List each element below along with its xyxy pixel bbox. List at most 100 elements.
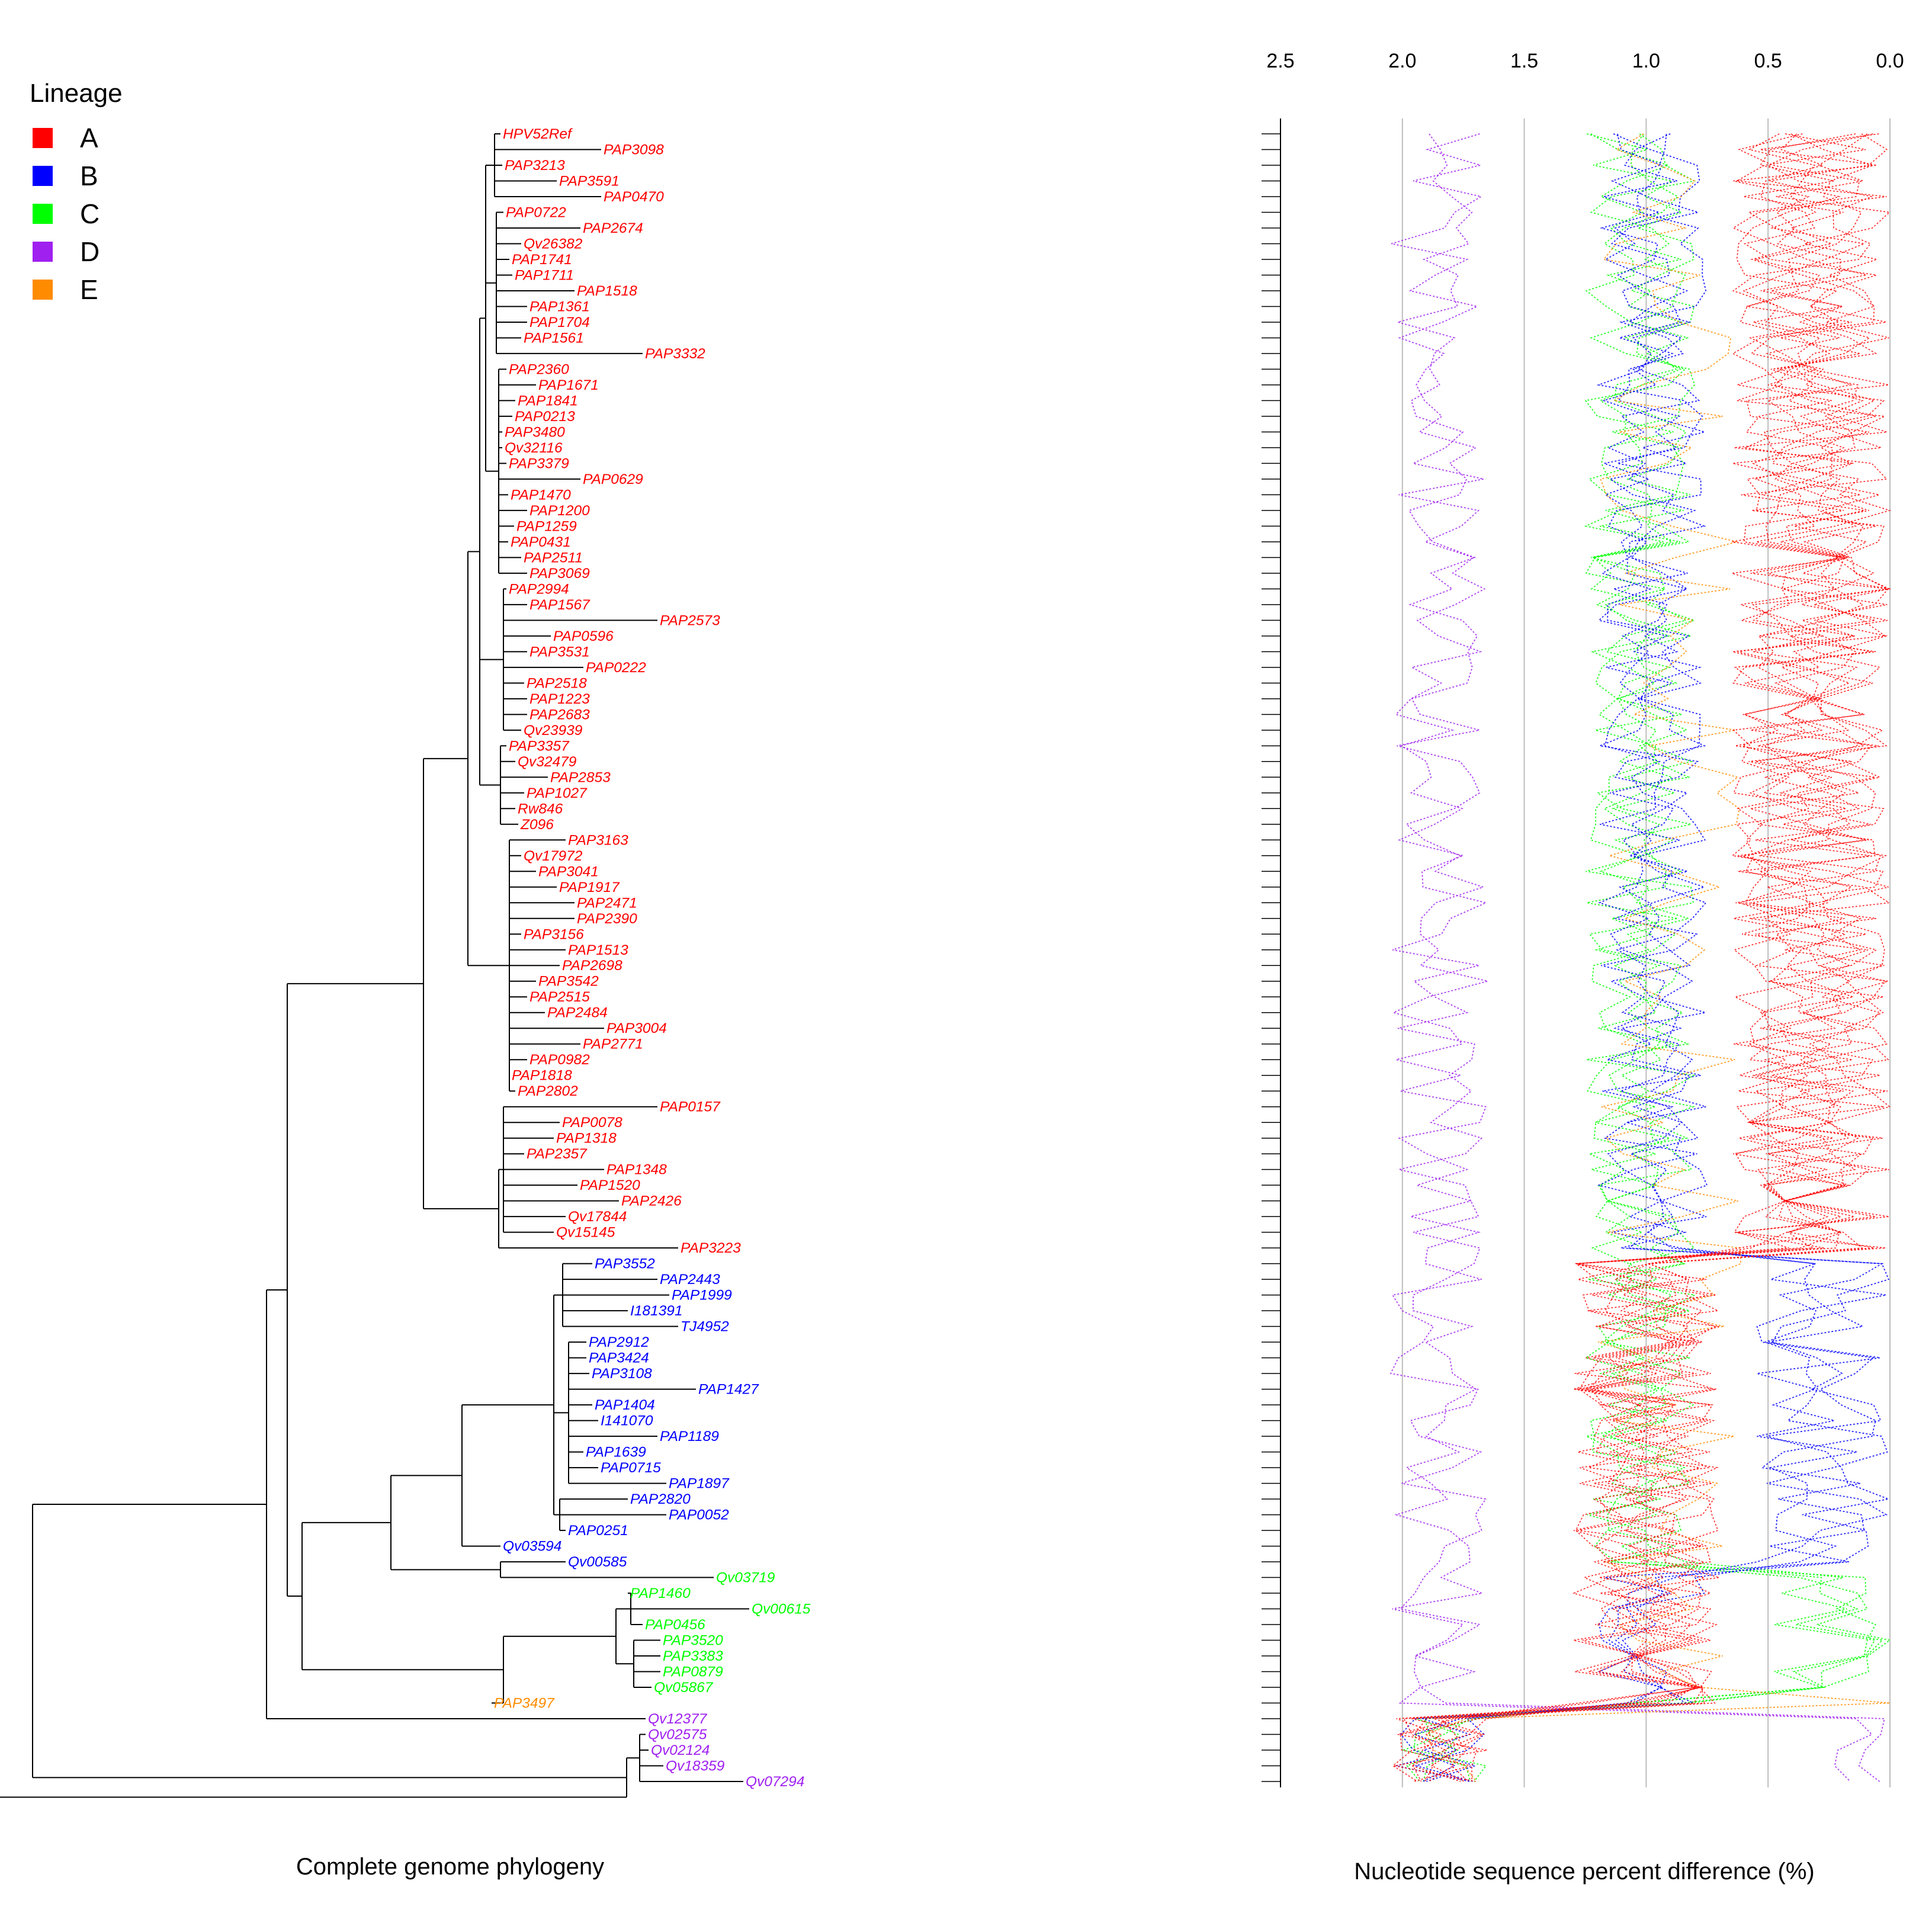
tip-label: PAP3223 [681,1240,741,1256]
tip-label: PAP1513 [568,942,628,958]
diff-series-a [1396,133,1892,1782]
tip-label: Qv03719 [716,1570,775,1586]
diff-series-c [1413,133,1876,1782]
tip-label: PAP2518 [527,675,587,691]
diff-series-a [1403,133,1886,1782]
diff-series-a [1400,133,1885,1782]
tip-label: Qv07294 [746,1774,804,1790]
tip-label: PAP2360 [509,361,569,377]
tip-label: PAP2426 [621,1193,682,1209]
tree-caption: Complete genome phylogeny [296,1854,604,1880]
tip-label: PAP2771 [583,1036,643,1052]
tip-label: Qv23939 [524,723,583,739]
tip-label: PAP1841 [518,393,578,409]
tip-label: PAP1741 [512,252,572,268]
tip-label: Qv02124 [651,1742,710,1758]
diff-series-b [1400,133,1888,1782]
tip-label: PAP3332 [645,346,705,362]
tip-label: Qv32479 [518,754,577,770]
tip-label: PAP0052 [669,1507,729,1523]
tip-label: PAP3213 [505,158,565,174]
tip-label: Qv26382 [524,236,583,252]
tip-label: Qv12377 [648,1711,708,1727]
tip-label: PAP1704 [529,314,590,330]
tip-label: PAP0251 [568,1523,628,1539]
tip-label: PAP2471 [577,895,637,911]
tip-label: PAP3041 [538,863,599,879]
tip-label: PAP1518 [577,283,637,299]
tip-label: PAP2853 [550,769,611,785]
tip-label: Qv15145 [556,1225,615,1241]
tip-label: PAP2484 [547,1005,608,1021]
tip-label: PAP1711 [515,267,574,283]
tip-label: Qv00585 [568,1554,627,1570]
tip-label: PAP1027 [527,785,588,801]
tip-label: Qv00615 [752,1601,811,1617]
tip-label: I141070 [601,1413,653,1429]
legend-title: Lineage [30,79,123,108]
legend-label-d: D [80,236,100,267]
tip-label: PAP2820 [630,1491,691,1507]
tip-label: PAP2802 [518,1083,578,1099]
tip-label: PAP3069 [529,566,590,582]
diff-series-d [1389,133,1885,1782]
tip-label: PAP0213 [515,409,575,425]
tip-label: PAP3163 [568,832,628,848]
tip-label: PAP0470 [604,189,664,205]
tip-label: Qv17972 [524,848,583,864]
tip-label: PAP1318 [556,1131,617,1147]
legend-label-a: A [80,123,98,153]
tip-label: PAP3379 [509,455,569,471]
diff-series-a [1411,133,1892,1782]
diff-series-a [1440,133,1891,1782]
tip-label: PAP3004 [606,1020,667,1036]
tip-label: Qv17844 [568,1209,627,1225]
tip-label: PAP2443 [660,1272,720,1288]
legend-label-e: E [80,274,98,305]
legend-swatch-a [33,128,53,148]
diff-series-a [1430,133,1889,1782]
tip-label: Qv02575 [648,1727,707,1743]
diff-series-c [1423,133,1876,1782]
tip-label: PAP1639 [586,1444,646,1460]
tip-label: PAP1259 [516,518,577,534]
tip-label: PAP1917 [559,879,620,895]
x-tick-label: 1.0 [1632,50,1660,72]
tip-label: PAP2674 [583,220,643,236]
diff-series-a [1392,133,1889,1782]
tip-label: PAP2912 [589,1334,649,1350]
tip-label: PAP1189 [660,1429,719,1444]
plot-caption: Nucleotide sequence percent difference (… [1354,1858,1815,1885]
tip-label: PAP3424 [589,1350,649,1366]
x-tick-label: 2.5 [1266,50,1294,72]
legend-swatch-c [33,204,53,224]
tip-label: PAP3108 [592,1366,652,1382]
tip-label: PAP0078 [562,1115,622,1131]
tip-label: PAP3383 [663,1648,723,1664]
tip-label: PAP2698 [562,958,622,974]
diff-series-a [1394,133,1891,1782]
tip-label: PAP1470 [511,487,571,503]
tip-label: PAP0456 [645,1617,705,1633]
tip-label: PAP1200 [529,503,590,519]
diff-series-b [1396,133,1886,1782]
tip-label: PAP1818 [512,1068,572,1084]
x-tick-label: 1.5 [1510,50,1538,72]
tip-label: PAP1567 [529,597,590,613]
tip-label: PAP1361 [529,298,590,314]
tip-label: PAP2390 [577,911,637,927]
legend-label-b: B [80,160,98,191]
tip-label: Rw846 [518,801,563,817]
legend-swatch-b [33,166,53,186]
tip-label: PAP1999 [672,1288,732,1304]
tip-label: HPV52Ref [503,126,573,142]
tip-label: PAP3591 [559,173,620,189]
diff-series-b [1422,133,1891,1782]
tip-label: PAP3497 [494,1696,555,1712]
tip-label: I181391 [630,1303,683,1319]
tip-label: PAP2511 [524,550,583,566]
diff-series-c [1406,133,1891,1782]
tip-label: PAP0879 [663,1664,723,1680]
